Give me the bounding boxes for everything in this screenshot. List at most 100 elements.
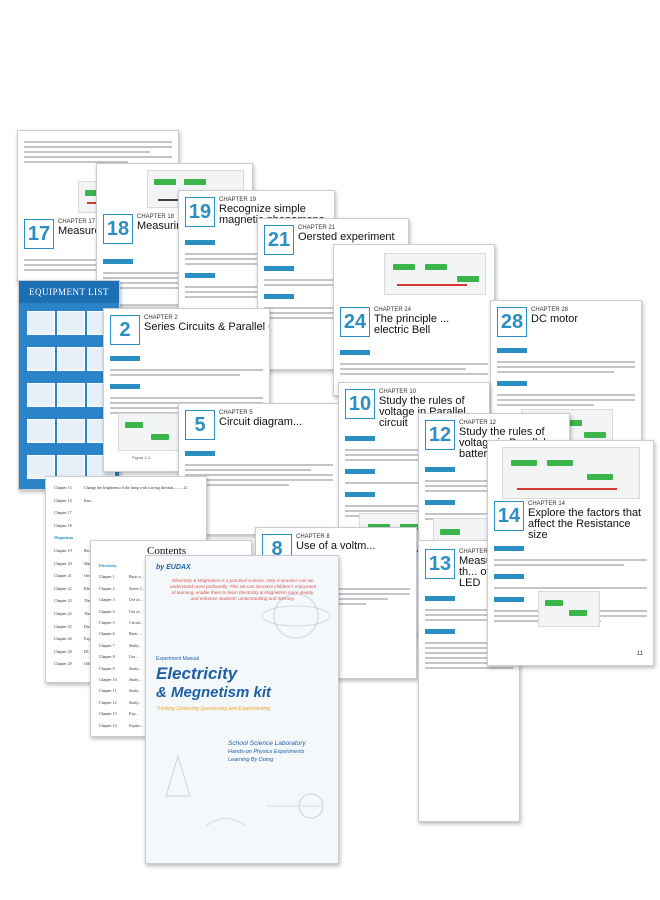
contents-entry: Kno... xyxy=(84,497,94,503)
chapter-title: Use of a voltm... xyxy=(296,540,376,552)
page-number: 11 xyxy=(636,651,643,657)
contents-row: Chapter 9 Study... xyxy=(99,666,243,674)
chapter-number: 14 xyxy=(494,501,524,531)
circuit-photo xyxy=(502,447,640,499)
cover-tagline: Electricity & Magnetism is a practical s… xyxy=(169,578,317,601)
chapter-number: 2 xyxy=(110,315,140,345)
contents-row: Chapter 17 xyxy=(54,510,198,518)
contents-entry: Study... xyxy=(129,677,142,682)
chapter-number: 13 xyxy=(425,549,455,579)
cover-title-line2: & Megnetism kit xyxy=(156,684,272,701)
contents-chapter: Chapter 26 xyxy=(54,636,72,642)
contents-entry: Study... xyxy=(129,665,142,671)
chapter-number: 10 xyxy=(345,389,375,419)
contents-chapter: Chapter 9 xyxy=(99,665,115,671)
chapter-label: CHAPTER 21 xyxy=(298,225,336,231)
contents-chapter: Chapter 25 xyxy=(54,623,72,629)
circuit-photo xyxy=(118,413,180,451)
contents-row: Magnetism xyxy=(54,535,198,543)
chapter-number: 19 xyxy=(185,197,215,227)
contents-entry: Explor... xyxy=(129,722,143,728)
contents-chapter: Chapter 14 xyxy=(99,722,117,728)
contents-row: Chapter 13 Change the brightness of the l… xyxy=(54,485,198,493)
contents-chapter: Chapter 20 xyxy=(54,560,72,566)
contents-chapter: Chapter 24 xyxy=(54,611,72,616)
contents-row: Chapter 2 Series C... xyxy=(99,586,243,594)
contents-entry: Use ... xyxy=(129,654,140,660)
contents-chapter: Chapter 3 xyxy=(99,597,115,603)
contents-chapter: Chapter 13 xyxy=(99,711,117,717)
figure-caption: Figure 2-1 xyxy=(132,455,151,460)
chapter-number: 12 xyxy=(425,420,455,450)
chapter-label: CHAPTER 18 xyxy=(137,214,175,220)
chapter-title: The principle ... electric Bell xyxy=(374,313,450,336)
circuit-photo xyxy=(384,253,486,295)
cover-science-sketch xyxy=(165,593,331,827)
chapter-label: CHAPTER 14 xyxy=(528,501,566,507)
circuit-photo xyxy=(538,591,600,627)
chapter-number: 5 xyxy=(185,410,215,440)
chapter-label: CHAPTER 10 xyxy=(379,389,417,395)
contents-chapter: Chapter 29 xyxy=(54,661,72,667)
contents-chapter: Chapter 14 xyxy=(54,497,72,503)
contents-chapter: Chapter 1 xyxy=(99,574,115,580)
contents-entry: Circuit... xyxy=(129,620,144,625)
contents-chapter: Chapter 23 xyxy=(54,598,72,604)
page-chapter-14: 14 CHAPTER 14 Explore the factors that a… xyxy=(487,440,654,666)
contents-row: Chapter 14 Explor... xyxy=(99,723,243,731)
chapter-label: CHAPTER 19 xyxy=(219,197,257,203)
chapter-number: 17 xyxy=(24,219,54,249)
contents-chapter: Chapter 5 xyxy=(99,620,115,625)
chapter-title: Circuit diagram... xyxy=(219,416,303,428)
contents-chapter: Chapter 6 xyxy=(99,631,115,637)
cover-footer-2: Hands-on Physics Experiments xyxy=(228,749,305,755)
chapter-title: Measuring th... of the LED xyxy=(459,555,511,589)
contents-chapter: Chapter 13 xyxy=(54,485,72,490)
chapter-title: Series Circuits & Parallel Circuits xyxy=(144,321,269,333)
contents-entry: Series C... xyxy=(129,585,146,591)
page-chapter-24: 24 CHAPTER 24 The principle ... electric… xyxy=(333,244,495,396)
contents-chapter: Chapter 17 xyxy=(54,510,72,516)
contents-row: Chapter 18 xyxy=(54,523,198,531)
contents-chapter: Chapter 21 xyxy=(54,573,72,579)
chapter-title: Study the rules of voltage in Parallel c… xyxy=(379,395,466,429)
contents-row: Chapter 8 Use ... xyxy=(99,654,243,662)
contents-chapter: Chapter 11 xyxy=(99,688,117,694)
chapter-label: CHAPTER 5 xyxy=(219,410,253,416)
contents-row: Chapter 12 Study... xyxy=(99,700,243,708)
chapter-number: 24 xyxy=(340,307,370,337)
contents-chapter: Chapter 4 xyxy=(99,608,115,614)
cover-subtitle: Experiment Manual xyxy=(156,656,200,662)
chapter-number: 18 xyxy=(103,214,133,244)
contents-entry: Change the brightness of the lamp with a… xyxy=(84,485,188,490)
contents-row: Chapter 22Elec... xyxy=(54,586,198,594)
contents-chapter: Magnetism xyxy=(54,535,74,541)
contents-chapter: Chapter 28 xyxy=(54,648,72,654)
contents-chapter: Chapter 12 xyxy=(99,699,117,705)
chapter-title: Explore the factors that affect the Resi… xyxy=(528,507,642,541)
chapter-label: CHAPTER 17 xyxy=(58,219,96,225)
chapter-label: CHAPTER 13 xyxy=(459,549,497,555)
contents-entry: Study... xyxy=(129,688,142,694)
contents-row: Electricity xyxy=(99,563,243,571)
contents-chapter: Chapter 2 xyxy=(99,585,115,591)
cover-footer-3: Learning By Doing xyxy=(228,757,274,763)
chapter-number: 21 xyxy=(264,225,294,255)
chapter-label: CHAPTER 28 xyxy=(531,307,569,313)
contents-entry: Use of... xyxy=(129,597,143,603)
contents-row: Chapter 10 Study... xyxy=(99,677,243,685)
contents-row: Chapter 5 Circuit... xyxy=(99,620,243,628)
chapter-title: DC motor xyxy=(531,313,579,325)
contents-title: Contents xyxy=(147,545,187,557)
contents-chapter: Chapter 8 xyxy=(99,654,115,660)
contents-chapter: Electricity xyxy=(99,563,117,568)
contents-chapter: Chapter 10 xyxy=(99,677,117,682)
cover-title-line1: Electricity xyxy=(156,664,238,683)
contents-chapter: Chapter 18 xyxy=(54,522,72,528)
contents-entry: Study... xyxy=(129,699,142,705)
cover-motto: Thinking Observing Questioning and Exper… xyxy=(156,706,271,712)
